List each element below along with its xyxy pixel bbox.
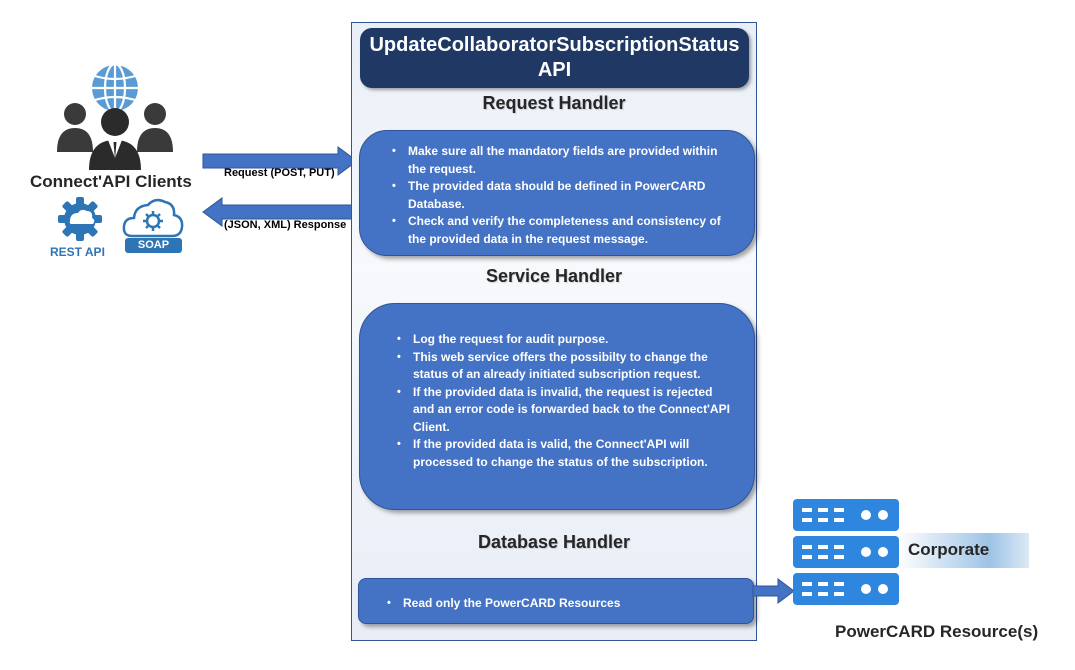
request-handler-box: Make sure all the mandatory fields are p… (359, 130, 755, 256)
response-arrow-label: (JSON, XML) Response (224, 219, 347, 231)
list-item: Make sure all the mandatory fields are p… (392, 143, 736, 178)
response-arrow (202, 197, 358, 227)
api-title: UpdateCollaboratorSubscriptionStatus API (360, 28, 749, 88)
list-item: Log the request for audit purpose. (397, 331, 736, 349)
list-item: If the provided data is invalid, the req… (397, 384, 736, 437)
resources-title: PowerCARD Resource(s) (835, 622, 1039, 641)
arrows-layer (202, 146, 358, 227)
rest-api-icon (56, 195, 104, 243)
rest-api-label: REST API (50, 245, 105, 259)
soap-cloud-icon (122, 196, 184, 238)
clients-group (55, 62, 175, 172)
request-arrow (202, 146, 358, 176)
server-icon (793, 536, 899, 568)
users-globe-icon (57, 62, 173, 170)
list-item: The provided data should be defined in P… (392, 178, 736, 213)
request-handler-title: Request Handler (482, 93, 626, 113)
list-item: If the provided data is valid, the Conne… (397, 436, 736, 471)
person-icon (57, 103, 93, 152)
corporate-label: Corporate (908, 540, 990, 559)
request-arrow-label: Request (POST, PUT) (224, 167, 335, 179)
globe-icon (89, 62, 141, 114)
db-arrow (752, 578, 795, 604)
person-icon (89, 108, 141, 170)
list-item: Check and verify the completeness and co… (392, 213, 736, 248)
database-handler-title: Database Handler (477, 532, 631, 552)
person-icon (137, 103, 173, 152)
server-icon (793, 573, 899, 605)
service-handler-box: Log the request for audit purpose. This … (359, 303, 755, 510)
list-item: This web service offers the possibilty t… (397, 349, 736, 384)
database-handler-box: Read only the PowerCARD Resources (358, 578, 754, 624)
service-handler-title: Service Handler (485, 266, 623, 286)
server-stack-icon (793, 499, 899, 605)
clients-label: Connect'API Clients (30, 172, 192, 191)
list-item: Read only the PowerCARD Resources (387, 595, 735, 613)
corporate-band (898, 533, 1029, 568)
soap-badge: SOAP (125, 238, 182, 253)
server-icon (793, 499, 899, 531)
